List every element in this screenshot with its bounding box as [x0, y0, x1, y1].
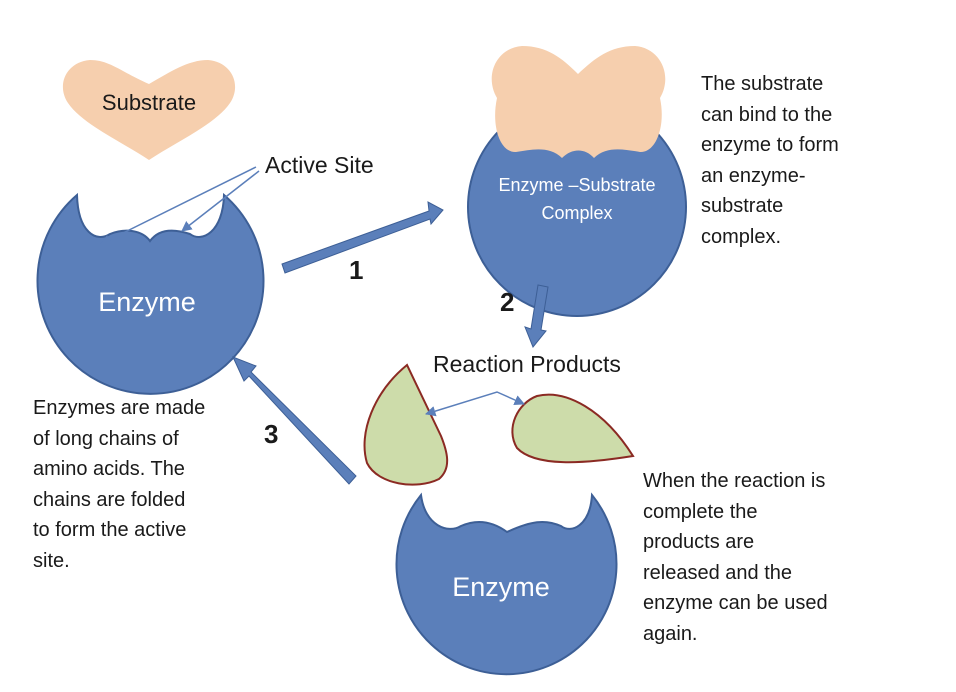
substrate-shape: [62, 60, 236, 160]
pointer-arrow-active-site-b: [181, 170, 260, 232]
label-complex-line2: Complex: [541, 203, 612, 223]
label-enzyme-bottom: Enzyme: [452, 572, 550, 602]
step-label-1: 1: [349, 255, 364, 285]
pointer-arrow-active-site-a: [100, 166, 257, 245]
label-substrate: Substrate: [102, 90, 196, 115]
label-reaction-products: Reaction Products: [433, 351, 621, 377]
product-left-shape: [363, 363, 449, 486]
step-label-3: 3: [264, 419, 279, 449]
label-enzyme-left: Enzyme: [98, 287, 196, 317]
note-enzymes-made: Enzymes are made of long chains of amino…: [33, 397, 206, 572]
process-arrow-3: [232, 356, 357, 485]
label-active-site: Active Site: [265, 152, 374, 178]
complex-substrate-shape: [491, 46, 666, 158]
process-arrow-1: [281, 201, 444, 274]
note-substrate-bind: The substrate can bind to the enzyme to …: [701, 73, 839, 248]
enzyme-bottom-shape: [395, 492, 618, 676]
process-arrow-2: [524, 284, 549, 348]
pointer-arrow-products: [424, 391, 525, 417]
note-reaction-complete: When the reaction is complete the produc…: [643, 470, 828, 645]
enzyme-left-shape: [36, 192, 265, 395]
step-label-2: 2: [500, 287, 515, 317]
product-right-shape: [511, 393, 635, 464]
label-complex-line1: Enzyme –Substrate: [498, 175, 655, 195]
